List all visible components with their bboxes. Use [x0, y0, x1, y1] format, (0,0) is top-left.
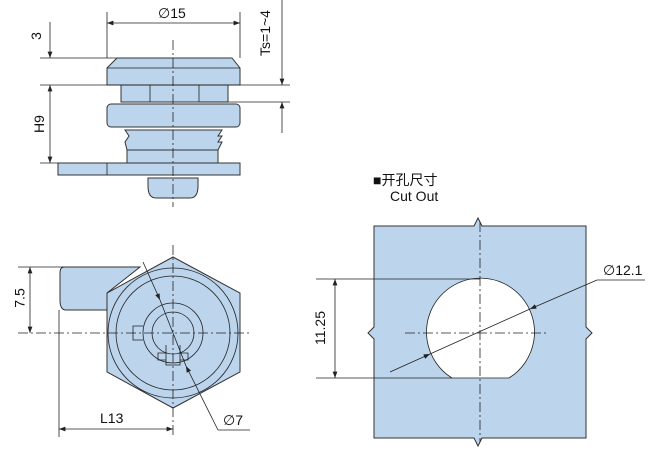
cutout-hole	[426, 277, 535, 379]
diameter-15-label: ∅15	[158, 5, 186, 21]
front-view	[18, 245, 250, 437]
cap-height-label: 3	[27, 32, 44, 40]
cap	[106, 57, 241, 86]
cutout-diameter-label: ∅12.1	[603, 262, 643, 278]
lever	[59, 266, 142, 311]
key-diameter-label: ∅7	[223, 412, 243, 428]
lever-offset-label: 7.5	[11, 288, 28, 308]
hex-body	[106, 256, 241, 409]
panel-thickness-label: Ts=1~4	[256, 10, 273, 56]
nut	[106, 103, 241, 128]
cut-out-title-cn: ■开孔尺寸	[373, 172, 438, 188]
lever-length-label: L13	[100, 410, 124, 426]
top-view	[40, 0, 290, 207]
spring	[124, 129, 223, 151]
cut-out-view	[316, 216, 645, 448]
lever-plate	[57, 162, 241, 176]
cutout-height-label: 11.25	[312, 311, 328, 345]
h9-label: H9	[30, 115, 47, 133]
cut-out-title-en: Cut Out	[390, 188, 439, 204]
hex-nut	[120, 84, 229, 103]
